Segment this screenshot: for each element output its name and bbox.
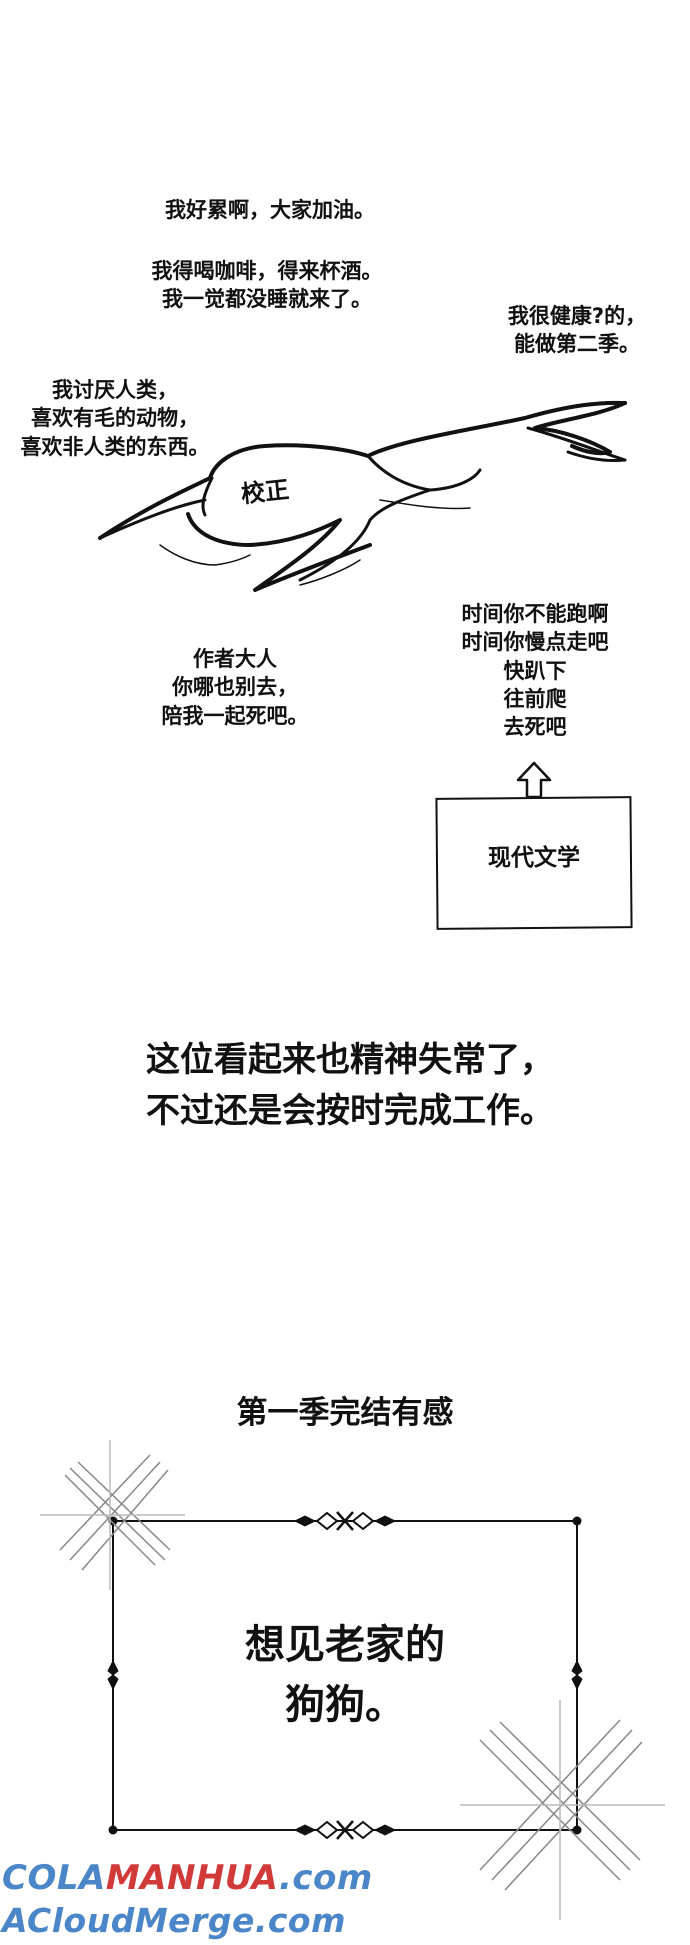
dialogue-coffee: 我得喝咖啡，得来杯酒。 我一觉都没睡就来了。 xyxy=(151,259,383,312)
dialogue-tired: 我好累啊，大家加油。 xyxy=(165,198,375,222)
swoosh-doodle xyxy=(98,400,627,592)
ornate-frame xyxy=(40,1440,665,1920)
section-title: 第一季完结有感 xyxy=(236,1395,454,1431)
watermark-line-2: ACloudMerge.com xyxy=(2,1901,346,1940)
dialogue-time: 时间你不能跑啊 时间你慢点走吧 快趴下 往前爬 去死吧 xyxy=(461,602,609,740)
dialogue-author: 作者大人 你哪也别去， 陪我一起死吧。 xyxy=(161,647,309,728)
watermark-line-1: COLAMANHUA.com xyxy=(2,1858,373,1898)
up-arrow-icon xyxy=(516,761,552,799)
frame-text: 想见老家的 狗狗。 xyxy=(245,1622,445,1728)
dialogue-healthy: 我很健康?的， 能做第二季。 xyxy=(507,304,647,357)
modern-literature-label: 现代文学 xyxy=(488,845,580,871)
watermark-manhua: MANHUA xyxy=(105,1858,279,1898)
dialogue-hate: 我讨厌人类， 喜欢有毛的动物， 喜欢非人类的东西。 xyxy=(20,378,210,459)
narration-text: 这位看起来也精神失常了， 不过还是会按时完成工作。 xyxy=(146,1040,554,1131)
watermark-dotcom: .com xyxy=(278,1858,373,1898)
watermark-cola: COLA xyxy=(2,1858,106,1898)
